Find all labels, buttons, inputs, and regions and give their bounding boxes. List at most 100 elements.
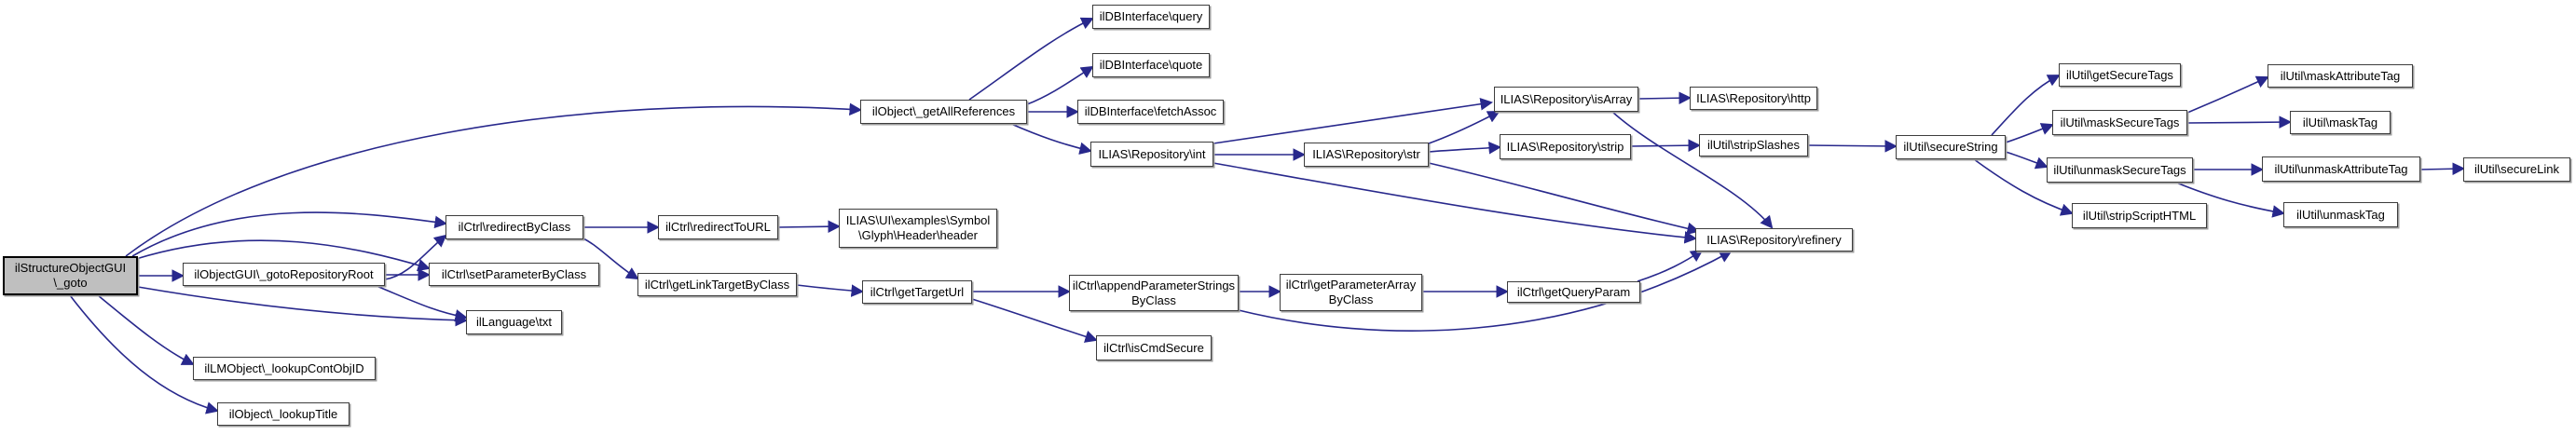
node-label: ilStructureObjectGUI \_goto xyxy=(14,261,127,290)
edge-isArray-refinery xyxy=(1611,111,1774,229)
node-label: ilUtil\unmaskSecureTags xyxy=(2053,162,2186,177)
node-maskTag[interactable]: ilUtil\maskTag xyxy=(2290,111,2391,134)
node-unmaskSecureTags[interactable]: ilUtil\unmaskSecureTags xyxy=(2047,157,2193,183)
edge-goto-redirectByClass xyxy=(131,211,448,257)
node-label: ilUtil\stripScriptHTML xyxy=(2082,208,2197,223)
edge-maskSecureTags-maskTag xyxy=(2186,116,2293,129)
node-label: ilDBInterface\quote xyxy=(1099,58,1203,73)
node-getSecureTags[interactable]: ilUtil\getSecureTags xyxy=(2059,63,2181,87)
edge-unmaskAttributeTag-secureLink xyxy=(2419,162,2466,176)
node-isArray[interactable]: ILIAS\Repository\isArray xyxy=(1494,87,1638,112)
node-label: ilCtrl\getLinkTargetByClass xyxy=(644,277,790,292)
node-txt[interactable]: ilLanguage\txt xyxy=(466,310,562,334)
node-label: ilUtil\maskTag xyxy=(2302,115,2378,129)
node-gotoRepositoryRoot[interactable]: ilObjectGUI\_gotoRepositoryRoot xyxy=(183,263,385,286)
node-label: ILIAS\Repository\isArray xyxy=(1500,91,1633,106)
edge-maskSecureTags-maskAttributeTag xyxy=(2186,75,2269,114)
node-label: ilCtrl\redirectByClass xyxy=(458,220,571,235)
node-maskAttributeTag[interactable]: ilUtil\maskAttributeTag xyxy=(2268,64,2413,88)
node-label: ilObjectGUI\_gotoRepositoryRoot xyxy=(194,266,374,281)
edge-unmaskSecureTags-unmaskTag xyxy=(2175,182,2286,218)
edge-repoStr-isArray xyxy=(1428,111,1500,144)
node-stripSlashes[interactable]: ilUtil\stripSlashes xyxy=(1699,134,1808,156)
node-getTargetUrl[interactable]: ilCtrl\getTargetUrl xyxy=(862,280,972,304)
node-label: ILIAS\Repository\http xyxy=(1696,90,1811,105)
node-label: ilCtrl\appendParameterStrings ByClass xyxy=(1072,278,1236,307)
node-label: ilDBInterface\fetchAssoc xyxy=(1084,104,1217,119)
node-label: ilCtrl\getParameterArray ByClass xyxy=(1285,278,1417,306)
node-label: ILIAS\Repository\refinery xyxy=(1706,232,1842,247)
node-repoStr[interactable]: ILIAS\Repository\str xyxy=(1304,143,1429,167)
node-label: ilLanguage\txt xyxy=(476,315,552,330)
node-lookupTitle[interactable]: ilObject\_lookupTitle xyxy=(217,402,349,426)
edge-redirectToURL-headerGlyph xyxy=(777,220,842,233)
edge-secureString-maskSecureTags xyxy=(2005,123,2054,143)
node-stripScriptHTML[interactable]: ilUtil\stripScriptHTML xyxy=(2072,203,2207,228)
node-label: ilCtrl\getQueryParam xyxy=(1516,284,1631,299)
node-label: ilUtil\secureLink xyxy=(2473,162,2560,177)
node-redirectByClass[interactable]: ilCtrl\redirectByClass xyxy=(445,215,583,239)
node-label: ilUtil\maskSecureTags xyxy=(2060,115,2180,129)
node-secureString[interactable]: ilUtil\secureString xyxy=(1896,135,2006,159)
edge-appendParameterStringsByClass-refinery xyxy=(1238,251,1733,332)
edge-goto-getAllReferences xyxy=(125,102,863,257)
node-label: ilUtil\maskAttributeTag xyxy=(2280,68,2401,83)
node-label: ILIAS\UI\examples\Symbol \Glyph\Header\h… xyxy=(845,213,991,242)
edge-getTargetUrl-isCmdSecure xyxy=(971,298,1098,343)
edge-isArray-http xyxy=(1637,91,1692,105)
node-headerGlyph[interactable]: ILIAS\UI\examples\Symbol \Glyph\Header\h… xyxy=(839,209,997,248)
edge-goto-setParameterByClass xyxy=(135,239,431,272)
node-label: ilUtil\getSecureTags xyxy=(2066,67,2173,82)
edge-strip-stripSlashes xyxy=(1630,139,1702,152)
node-label: ilCtrl\getTargetUrl xyxy=(870,284,965,299)
edge-gotoRepositoryRoot-txt xyxy=(376,285,469,322)
node-label: ilObject\_getAllReferences xyxy=(871,104,1016,119)
edge-goto-lookupContObjID xyxy=(97,294,195,365)
node-getAllReferences[interactable]: ilObject\_getAllReferences xyxy=(860,100,1027,124)
node-unmaskTag[interactable]: ilUtil\unmaskTag xyxy=(2283,202,2398,227)
node-label: ilCtrl\redirectToURL xyxy=(665,220,771,235)
edge-goto-txt xyxy=(137,286,469,327)
edge-repoStr-refinery xyxy=(1428,162,1700,236)
edge-repoInt-isArray xyxy=(1213,97,1494,144)
node-label: ILIAS\Repository\str xyxy=(1312,147,1420,162)
edge-secureString-unmaskSecureTags xyxy=(2005,151,2048,170)
node-fetchAssoc[interactable]: ilDBInterface\fetchAssoc xyxy=(1077,100,1224,124)
node-getQueryParam[interactable]: ilCtrl\getQueryParam xyxy=(1507,281,1640,303)
node-label: ilUtil\stripSlashes xyxy=(1707,138,1800,153)
node-label: ilDBInterface\query xyxy=(1099,9,1203,24)
node-strip[interactable]: ILIAS\Repository\strip xyxy=(1500,134,1631,159)
node-lookupContObjID[interactable]: ilLMObject\_lookupContObjID xyxy=(193,357,376,380)
node-secureLink[interactable]: ilUtil\secureLink xyxy=(2463,157,2570,182)
node-isCmdSecure[interactable]: ilCtrl\isCmdSecure xyxy=(1096,335,1212,360)
edge-secureString-getSecureTags xyxy=(1991,75,2061,136)
node-repoInt[interactable]: ILIAS\Repository\int xyxy=(1090,142,1213,167)
node-http[interactable]: ILIAS\Repository\http xyxy=(1690,87,1817,110)
node-label: ILIAS\Repository\int xyxy=(1098,146,1206,161)
node-label: ilCtrl\setParameterByClass xyxy=(441,266,587,281)
node-label: ilLMObject\_lookupContObjID xyxy=(204,360,364,375)
edge-stripSlashes-secureString xyxy=(1807,140,1898,153)
node-getParameterArrayByClass[interactable]: ilCtrl\getParameterArray ByClass xyxy=(1280,274,1422,311)
node-quote[interactable]: ilDBInterface\quote xyxy=(1092,53,1210,77)
node-getLinkTargetByClass[interactable]: ilCtrl\getLinkTargetByClass xyxy=(637,273,797,296)
node-query[interactable]: ilDBInterface\query xyxy=(1092,5,1210,29)
node-goto: ilStructureObjectGUI \_goto xyxy=(3,256,138,295)
edge-repoInt-refinery xyxy=(1213,162,1698,244)
node-maskSecureTags[interactable]: ilUtil\maskSecureTags xyxy=(2052,110,2187,135)
node-appendParameterStringsByClass[interactable]: ilCtrl\appendParameterStrings ByClass xyxy=(1069,275,1239,311)
node-redirectToURL[interactable]: ilCtrl\redirectToURL xyxy=(658,215,778,239)
node-label: ilUtil\secureString xyxy=(1903,140,1998,155)
edge-redirectByClass-getLinkTargetByClass xyxy=(582,238,639,280)
edge-getAllReferences-query xyxy=(968,17,1094,101)
node-label: ILIAS\Repository\strip xyxy=(1506,139,1624,154)
node-label: ilUtil\unmaskAttributeTag xyxy=(2274,161,2408,176)
node-setParameterByClass[interactable]: ilCtrl\setParameterByClass xyxy=(429,263,599,286)
edge-getAllReferences-quote xyxy=(1026,65,1094,105)
node-unmaskAttributeTag[interactable]: ilUtil\unmaskAttributeTag xyxy=(2262,156,2420,182)
node-refinery[interactable]: ILIAS\Repository\refinery xyxy=(1695,228,1853,251)
node-label: ilCtrl\isCmdSecure xyxy=(1103,340,1204,355)
edge-goto-lookupTitle xyxy=(69,294,219,415)
node-label: ilUtil\unmaskTag xyxy=(2296,207,2385,222)
